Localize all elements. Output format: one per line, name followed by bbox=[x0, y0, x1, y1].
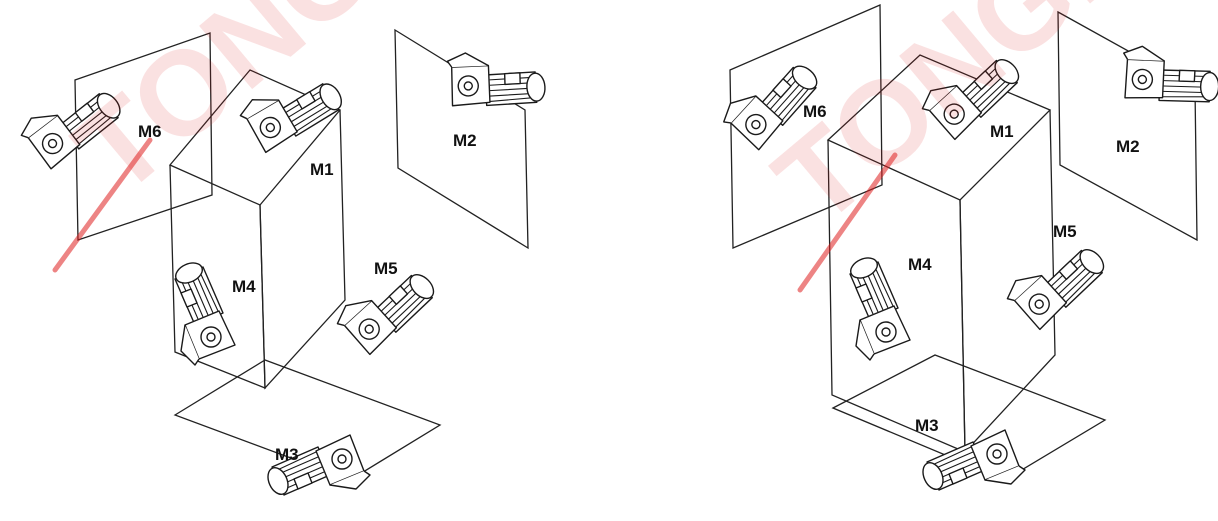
label-m5-right: M5 bbox=[1053, 222, 1077, 241]
watermark-text: TONGLI bbox=[751, 0, 1183, 250]
right-mounting-diagram: M1 M2 M3 M4 M5 M6 bbox=[713, 4, 1218, 494]
label-m4-right: M4 bbox=[908, 255, 932, 274]
label-m1-left: M1 bbox=[310, 160, 334, 179]
label-m5-left: M5 bbox=[374, 259, 398, 278]
plane-m6-left bbox=[74, 32, 213, 241]
gearmotor-icon bbox=[171, 258, 236, 366]
gearmotor-icon bbox=[846, 253, 911, 361]
label-m1-right: M1 bbox=[990, 122, 1014, 141]
label-m3-left: M3 bbox=[275, 445, 299, 464]
gearmotor-icon bbox=[329, 265, 452, 362]
label-m2-left: M2 bbox=[453, 131, 477, 150]
label-m4-left: M4 bbox=[232, 277, 256, 296]
label-m6-right: M6 bbox=[803, 102, 827, 121]
left-mounting-diagram: M1 M2 M3 M4 M5 M6 bbox=[14, 28, 556, 499]
label-m3-right: M3 bbox=[915, 416, 939, 435]
plane-m6-right bbox=[729, 4, 883, 249]
gearmotor-icon bbox=[433, 39, 556, 136]
label-m6-left: M6 bbox=[138, 122, 162, 141]
gearmotor-icon bbox=[999, 240, 1122, 337]
label-m2-right: M2 bbox=[1116, 137, 1140, 156]
